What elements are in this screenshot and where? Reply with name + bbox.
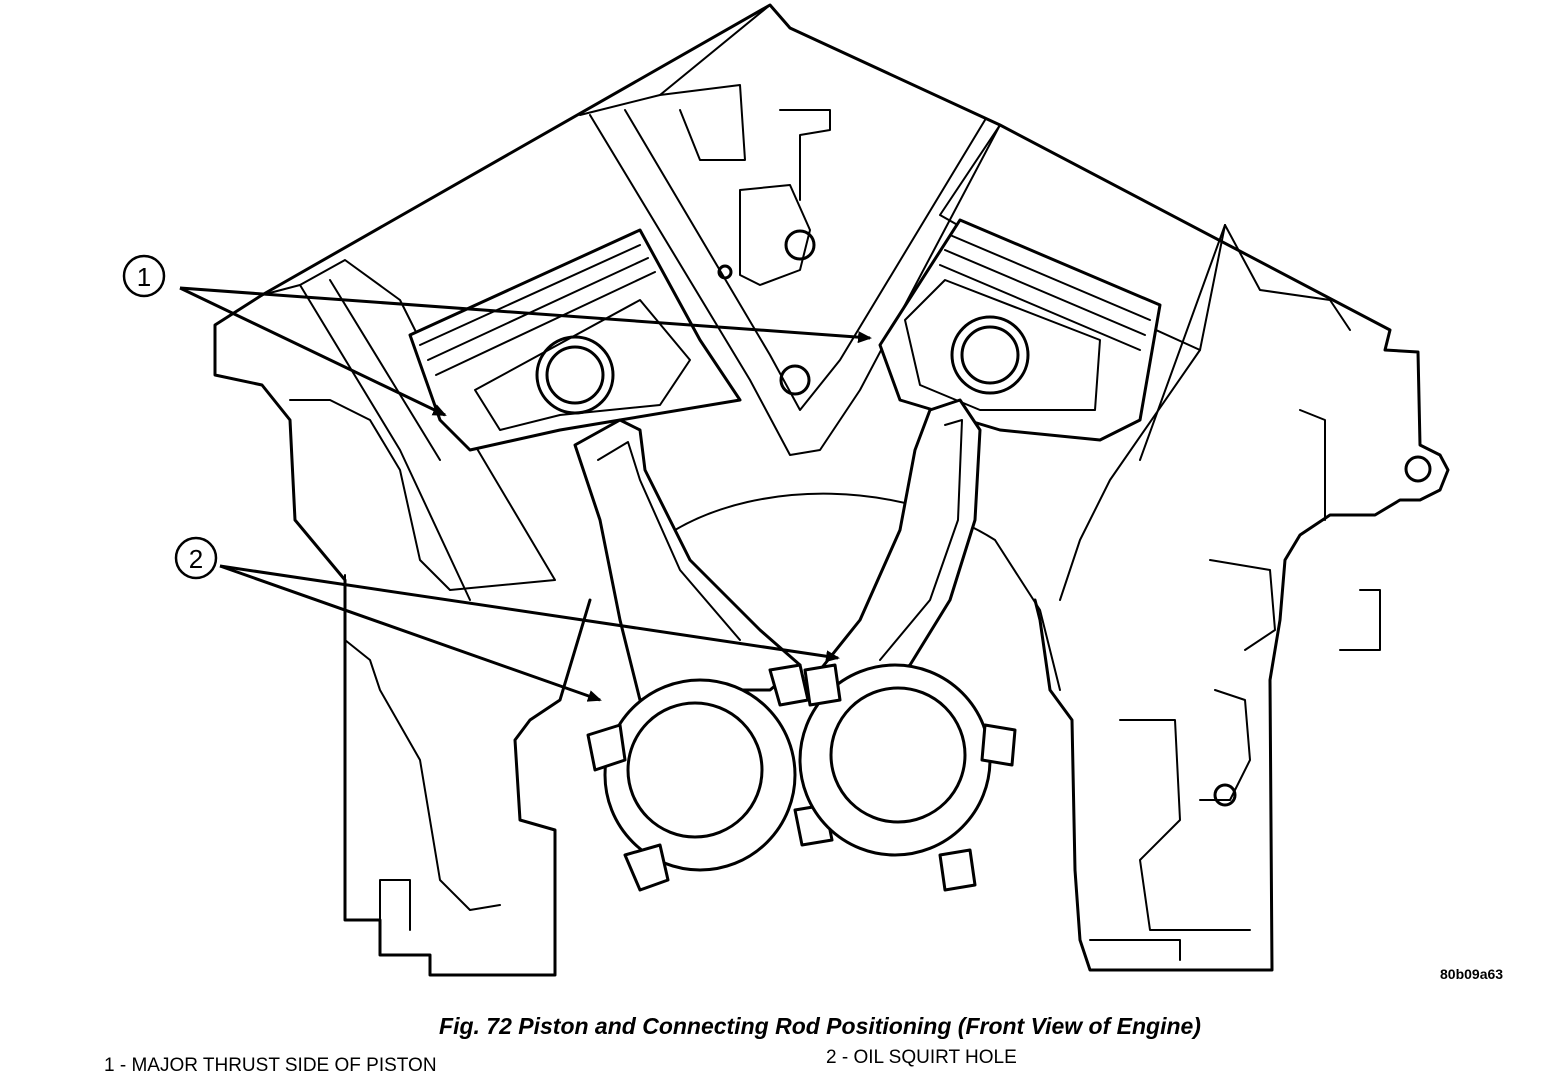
callout-1-leader-left — [179, 286, 447, 417]
callout-2-leader-right — [219, 564, 840, 663]
callout-2: 2 — [174, 536, 840, 702]
left-connecting-rod — [573, 418, 834, 892]
engine-block — [213, 3, 1450, 977]
figure-code: 80b09a63 — [1440, 966, 1504, 982]
callout-2-number: 2 — [189, 544, 203, 574]
right-connecting-rod — [798, 398, 1017, 892]
right-piston — [878, 218, 1162, 442]
engine-front-view-diagram: 1 2 — [122, 3, 1450, 977]
callout-1-circle — [122, 254, 166, 298]
callout-2-leader-left — [219, 564, 602, 702]
legend-item-2: 2 - OIL SQUIRT HOLE — [826, 1047, 1017, 1068]
callout-1-number: 1 — [137, 262, 151, 292]
callout-2-circle — [174, 536, 218, 580]
figure-caption: Fig. 72 Piston and Connecting Rod Positi… — [439, 1013, 1201, 1039]
callout-1: 1 — [122, 254, 872, 417]
callout-1-leader-right — [179, 286, 872, 344]
left-piston — [408, 228, 742, 452]
legend-item-1: 1 - MAJOR THRUST SIDE OF PISTON — [104, 1055, 437, 1076]
